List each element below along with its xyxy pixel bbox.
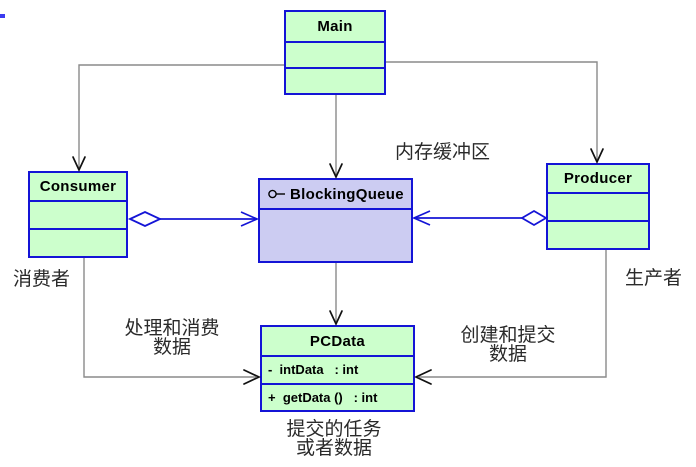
class-pcdata[interactable]: PCData - intData : int + getData () : in… xyxy=(260,325,415,412)
class-blockingqueue[interactable]: BlockingQueue xyxy=(258,178,413,263)
aggregation-diamond-consumer xyxy=(127,211,163,227)
class-producer-title: Producer xyxy=(563,170,633,187)
label-consumer-cn: 消费者 xyxy=(13,269,71,290)
arrowhead-down-consumer xyxy=(72,156,86,173)
class-main-attributes xyxy=(286,41,384,67)
class-pcdata-method: + getData () : int xyxy=(262,382,413,411)
class-producer-attributes xyxy=(548,192,648,220)
class-producer-methods xyxy=(548,220,648,248)
arrowhead-down-blockingqueue xyxy=(329,163,343,180)
arrowhead-blue-left xyxy=(411,210,431,226)
aggregation-diamond-producer xyxy=(520,209,548,227)
label-produce-note: 创建和提交 数据 xyxy=(460,325,556,365)
arrowhead-down-producer xyxy=(590,148,604,165)
label-consume-note: 处理和消费 数据 xyxy=(124,318,220,358)
class-consumer-attributes xyxy=(30,200,126,228)
class-producer[interactable]: Producer xyxy=(546,163,650,250)
label-producer-cn: 生产者 xyxy=(625,268,683,289)
blue-dash-artifact xyxy=(0,14,5,18)
class-main-title: Main xyxy=(317,18,353,35)
interface-lollipop-icon xyxy=(268,189,285,199)
class-blockingqueue-body xyxy=(260,208,411,261)
class-main[interactable]: Main xyxy=(284,10,386,95)
label-memory-buffer: 内存缓冲区 xyxy=(395,142,491,163)
label-task-note: 提交的任务 或者数据 xyxy=(286,419,382,459)
arrowhead-right-pcdata xyxy=(243,369,262,385)
class-consumer-methods xyxy=(30,228,126,256)
class-pcdata-title: PCData xyxy=(309,332,366,350)
arrowhead-down-pcdata xyxy=(329,310,343,327)
class-consumer-title: Consumer xyxy=(39,178,117,195)
class-consumer[interactable]: Consumer xyxy=(28,171,128,258)
arrowhead-left-pcdata xyxy=(413,369,432,385)
connector-main-to-consumer xyxy=(78,64,284,169)
class-blockingqueue-title: BlockingQueue xyxy=(290,185,404,203)
class-main-methods xyxy=(286,67,384,93)
class-blockingqueue-header: BlockingQueue xyxy=(260,180,411,208)
arrowhead-blue-right xyxy=(240,211,260,227)
class-pcdata-attribute: - intData : int xyxy=(262,355,413,383)
